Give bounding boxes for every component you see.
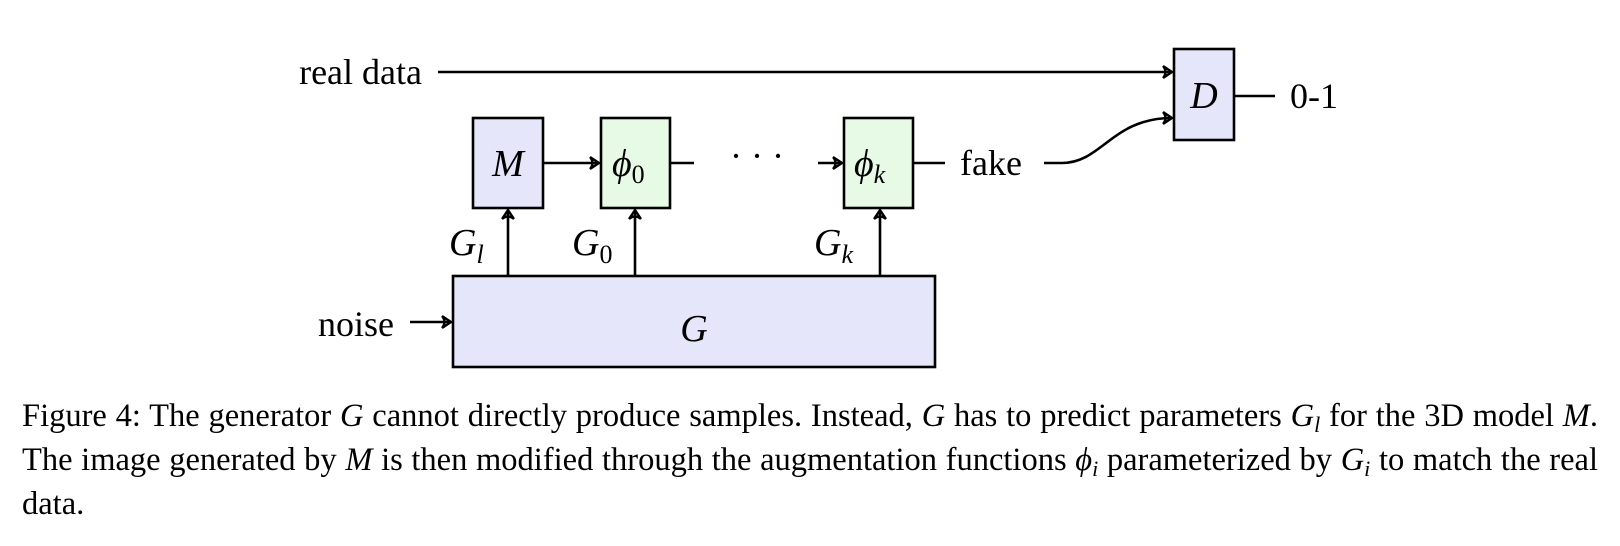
caption-var-g: G <box>921 398 946 434</box>
phik-symbol: ϕk <box>854 143 886 189</box>
discriminator-symbol: D <box>1189 75 1217 117</box>
real-data-label: real data <box>299 52 422 92</box>
generator-box <box>451 274 937 369</box>
fake-label: fake <box>960 143 1022 183</box>
generator-symbol: G <box>680 308 707 350</box>
gk-label: Gk <box>814 222 853 269</box>
figure-caption: Figure 4: The generator G cannot directl… <box>22 398 1598 522</box>
phi0-symbol: ϕ0 <box>612 143 645 189</box>
discriminator-box <box>1172 47 1236 142</box>
gl-label: Gl <box>449 222 484 269</box>
phi0-box <box>599 116 672 210</box>
ellipsis-dots: · · · <box>730 136 784 176</box>
caption-var-m: M <box>345 442 373 478</box>
noise-label: noise <box>318 304 394 344</box>
caption-var-gl: G <box>1290 398 1315 434</box>
caption-var-g: G <box>340 398 364 434</box>
caption-var-gi: G <box>1340 442 1365 478</box>
caption-var-phi: ϕ <box>1075 442 1093 478</box>
fake-to-discriminator-arrow <box>1044 111 1175 165</box>
g0-label: G0 <box>572 222 612 269</box>
gan-diagram: real data D 0-1 M ϕ0 · · · ϕk fake G noi… <box>299 47 1338 369</box>
output-range-label: 0-1 <box>1290 76 1338 116</box>
caption-var-m: M <box>1562 398 1590 434</box>
model-m-symbol: M <box>491 143 526 185</box>
